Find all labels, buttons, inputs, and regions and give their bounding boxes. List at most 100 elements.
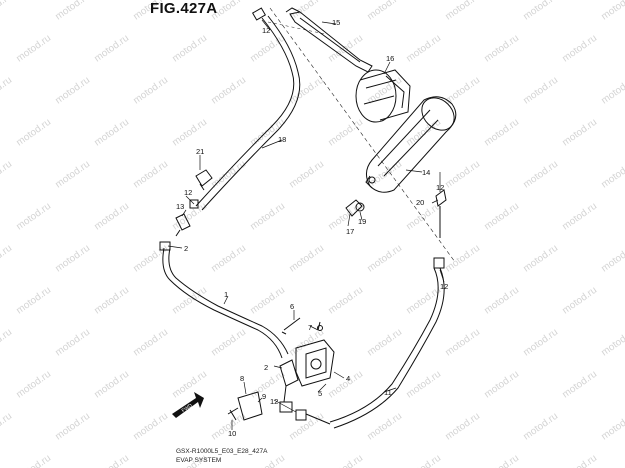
small-bracket-part <box>227 391 263 421</box>
watermark-text: motod.ru <box>248 33 287 65</box>
watermark-text: motod.ru <box>599 243 625 275</box>
watermark-text: motod.ru <box>0 327 14 359</box>
watermark-text: motod.ru <box>248 453 287 468</box>
watermark-text: motod.ru <box>131 327 170 359</box>
callout-numbers: 12 15 16 18 14 12 20 21 12 13 19 17 2 12… <box>176 18 448 438</box>
canister-cover-part <box>355 69 411 123</box>
watermark-text: motod.ru <box>404 117 443 149</box>
callout-7: 7 <box>308 323 312 332</box>
watermark-text: motod.ru <box>482 201 521 233</box>
watermark-text: motod.ru <box>170 33 209 65</box>
watermark-text: motod.ru <box>404 285 443 317</box>
watermark-text: motod.ru <box>482 33 521 65</box>
watermark-text: motod.ru <box>209 75 248 107</box>
watermark-text: motod.ru <box>482 453 521 468</box>
watermark-text: motod.ru <box>326 117 365 149</box>
hose-clip-part <box>195 169 213 191</box>
bracket-strap-part <box>285 7 373 73</box>
watermark-text: motod.ru <box>53 411 92 443</box>
watermark-text: motod.ru <box>0 243 14 275</box>
right-hose-part <box>329 257 445 429</box>
watermark-text: motod.ru <box>443 411 482 443</box>
watermark-text: motod.ru <box>170 285 209 317</box>
watermark-text: motod.ru <box>287 159 326 191</box>
watermark-text: motod.ru <box>365 327 404 359</box>
watermark-text: motod.ru <box>92 453 131 468</box>
callout-18: 18 <box>278 135 286 144</box>
watermark-text: motod.ru <box>599 75 625 107</box>
callout-9: 9 <box>262 392 266 401</box>
watermark-text: motod.ru <box>365 243 404 275</box>
watermark-text: motod.ru <box>53 75 92 107</box>
watermark-text: motod.ru <box>560 117 599 149</box>
watermark-text: motod.ru <box>560 33 599 65</box>
evap-canister-part <box>365 96 457 193</box>
watermark-text: motod.ru <box>0 411 14 443</box>
lower-fitting-part <box>295 409 331 425</box>
watermark-text: motod.ru <box>248 201 287 233</box>
model-code: GSX-R1000L5_E03_E28_427A <box>176 448 268 455</box>
bolt-part <box>281 317 301 335</box>
watermark-text: motod.ru <box>92 117 131 149</box>
watermark-text: motod.ru <box>482 369 521 401</box>
callout-2b: 2 <box>264 363 268 372</box>
watermark-text: motod.ru <box>14 33 53 65</box>
watermark-text: motod.ru <box>599 327 625 359</box>
watermark-text: motod.ru <box>482 117 521 149</box>
callout-11: 11 <box>384 388 392 397</box>
watermark-text: motod.ru <box>92 33 131 65</box>
watermark-text: motod.ru <box>560 369 599 401</box>
watermark-text: motod.ru <box>443 0 482 22</box>
watermark-text: motod.ru <box>443 327 482 359</box>
watermark-text: motod.ru <box>0 159 14 191</box>
watermark-text: motod.ru <box>521 159 560 191</box>
watermark-text: motod.ru <box>92 369 131 401</box>
callout-4: 4 <box>346 374 350 383</box>
joint-fitting-part <box>175 199 199 237</box>
watermark-text: motod.ru <box>14 201 53 233</box>
callout-5: 5 <box>318 389 322 398</box>
watermark-text: motod.ru <box>248 285 287 317</box>
watermark-text: motod.ru <box>248 369 287 401</box>
callout-8: 8 <box>240 374 244 383</box>
watermark-text: motod.ru <box>521 0 560 22</box>
watermark-text: motod.ru <box>521 243 560 275</box>
watermark-text: motod.ru <box>560 201 599 233</box>
watermark-text: motod.ru <box>92 201 131 233</box>
callout-13: 13 <box>176 202 184 211</box>
purge-valve-part <box>279 359 299 413</box>
watermark-text: motod.ru <box>365 0 404 22</box>
watermark-text: motod.ru <box>443 159 482 191</box>
watermark-text: motod.ru <box>521 75 560 107</box>
callout-16: 16 <box>386 54 394 63</box>
watermark-text: motod.ru <box>170 369 209 401</box>
callout-12b: 12 <box>436 183 444 192</box>
watermark-text: motod.ru <box>521 327 560 359</box>
tie-clamp-part <box>435 189 447 238</box>
watermark-text: motod.ru <box>0 75 14 107</box>
watermark-text: motod.ru <box>14 369 53 401</box>
callout-12e: 12 <box>270 397 278 406</box>
callout-12d: 12 <box>440 282 448 291</box>
watermark-text: motod.ru <box>170 117 209 149</box>
forward-arrow-icon: FWD <box>172 392 204 418</box>
callout-12c: 12 <box>184 188 192 197</box>
watermark-text: motod.ru <box>560 453 599 468</box>
figure-title: FIG.427A <box>150 0 218 17</box>
callout-15: 15 <box>332 18 340 27</box>
fwd-label: FWD <box>181 403 194 414</box>
watermark-text: motod.ru <box>326 453 365 468</box>
watermark-text: motod.ru <box>131 411 170 443</box>
watermark-text: motod.ru <box>404 453 443 468</box>
watermark-text: motod.ru <box>326 285 365 317</box>
system-name: EVAP SYSTEM <box>176 457 222 464</box>
watermark-text: motod.ru <box>209 327 248 359</box>
watermark-text: motod.ru <box>599 411 625 443</box>
callout-1: 1 <box>224 290 228 299</box>
callout-21: 21 <box>196 147 204 156</box>
watermark-text: motod.ru <box>53 327 92 359</box>
reference-lines <box>267 7 456 263</box>
watermark-text: motod.ru <box>14 453 53 468</box>
